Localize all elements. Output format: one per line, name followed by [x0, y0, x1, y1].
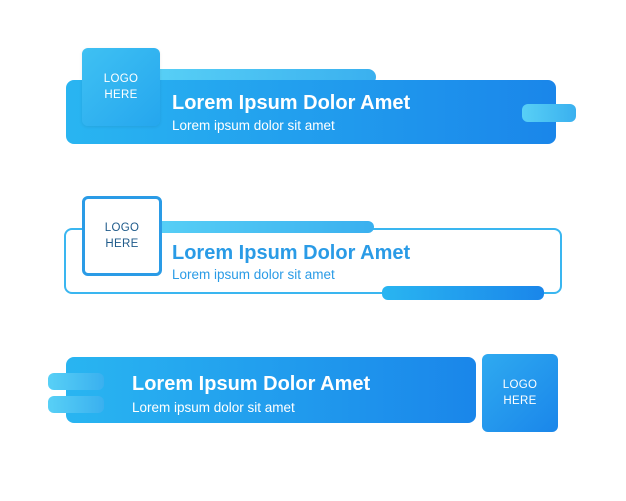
- banner-2-bottom-tab: [382, 286, 544, 300]
- logo-line-2: HERE: [105, 238, 139, 250]
- logo-line-1: LOGO: [104, 222, 140, 234]
- banner-3-main-bar: [66, 357, 476, 423]
- banner-3-title: Lorem Ipsum Dolor Amet: [132, 373, 371, 395]
- logo-line-1: LOGO: [502, 379, 538, 391]
- logo-line-2: HERE: [104, 89, 138, 101]
- lower-third-banner-2: LOGO HERE Lorem Ipsum Dolor Amet Lorem i…: [0, 180, 626, 310]
- banner-2-logo: LOGO HERE: [82, 196, 162, 276]
- banner-2-top-tab: [150, 221, 374, 233]
- logo-line-1: LOGO: [103, 73, 139, 85]
- banner-3-subtitle: Lorem ipsum dolor sit amet: [132, 400, 295, 415]
- banner-3-accent-tab-top: [48, 373, 104, 390]
- banner-2-subtitle: Lorem ipsum dolor sit amet: [172, 267, 335, 282]
- banner-1-accent-tab: [522, 104, 576, 122]
- banner-1-subtitle: Lorem ipsum dolor sit amet: [172, 118, 335, 133]
- banner-2-title: Lorem Ipsum Dolor Amet: [172, 242, 411, 264]
- banner-1-logo: LOGO HERE: [82, 48, 160, 126]
- banner-3-accent-tab-bottom: [48, 396, 104, 413]
- banner-3-logo: LOGO HERE: [482, 354, 558, 432]
- lower-third-banner-1: LOGO HERE Lorem Ipsum Dolor Amet Lorem i…: [0, 0, 626, 160]
- banner-1-title: Lorem Ipsum Dolor Amet: [172, 92, 411, 114]
- lower-third-banner-3: LOGO HERE Lorem Ipsum Dolor Amet Lorem i…: [0, 340, 626, 440]
- logo-line-2: HERE: [503, 395, 537, 407]
